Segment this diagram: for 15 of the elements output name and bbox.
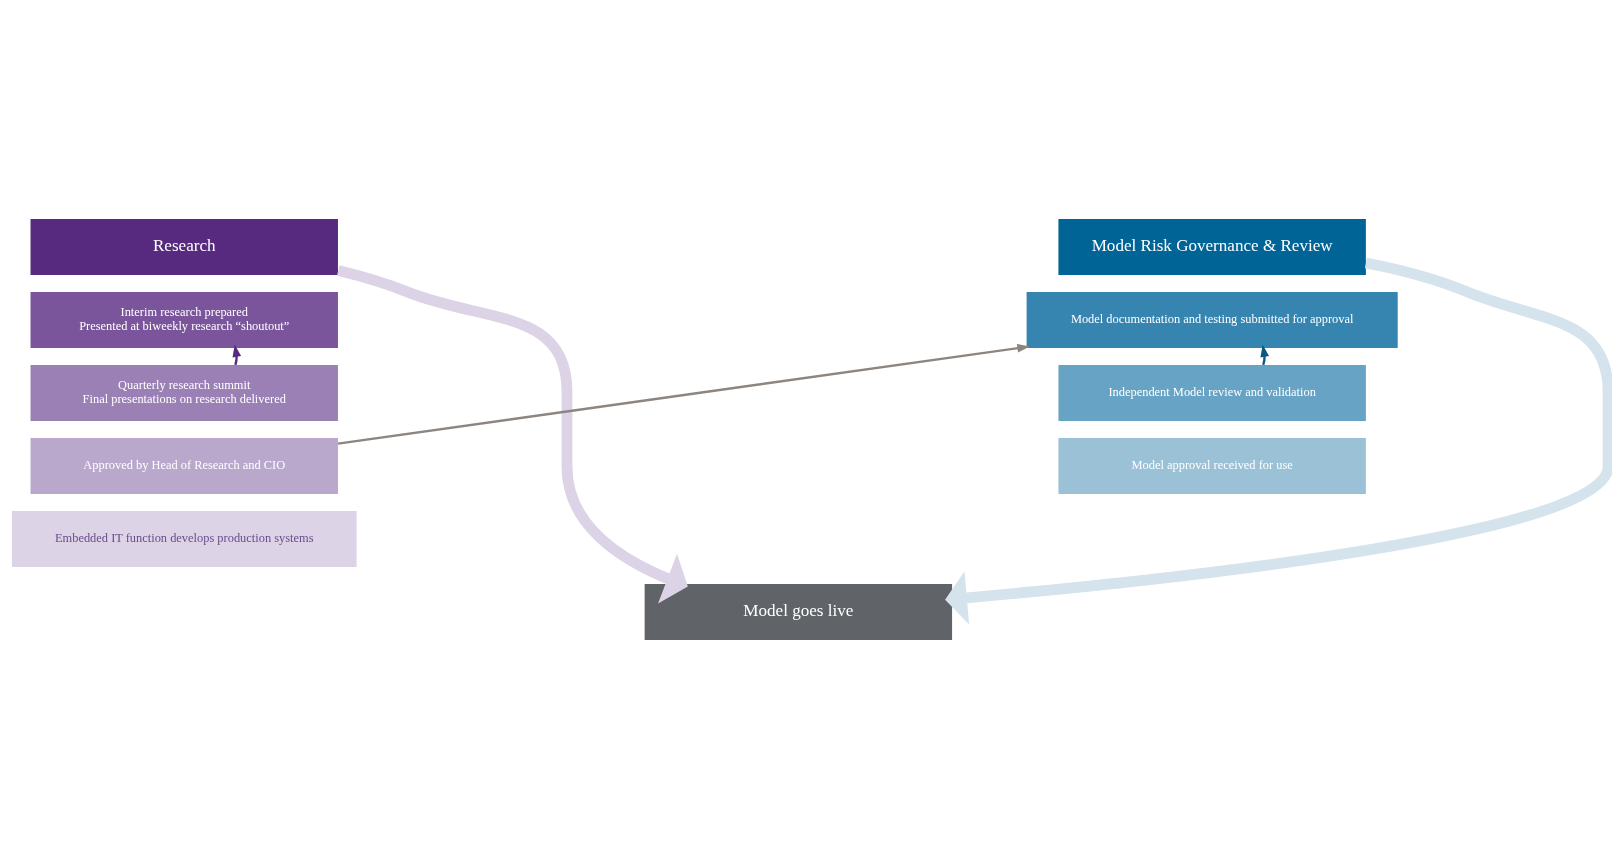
arrow (337, 343, 1030, 445)
node-box: Approved by Head of Research and CIO (30, 437, 338, 494)
arrow (1260, 344, 1269, 365)
node-box: Independent Model review and validation (1058, 364, 1366, 421)
arrow (336, 264, 688, 604)
node-box: Model goes live (644, 583, 953, 640)
node-box: Model approval received for use (1058, 437, 1366, 494)
arrow (232, 344, 242, 365)
node-box: Model Risk Governance & Review (1058, 218, 1366, 275)
node-box: Model documentation and testing submitted for approval (1026, 291, 1398, 348)
node-box: Embedded IT function develops production systems (11, 510, 357, 567)
node-box: Research (30, 218, 338, 275)
arrow (945, 257, 1612, 624)
node-box: Quarterly research summit Final presentations on research delivered (30, 364, 338, 421)
node-box: Interim research prepared Presented at biweekly research “shoutout” (30, 291, 338, 348)
